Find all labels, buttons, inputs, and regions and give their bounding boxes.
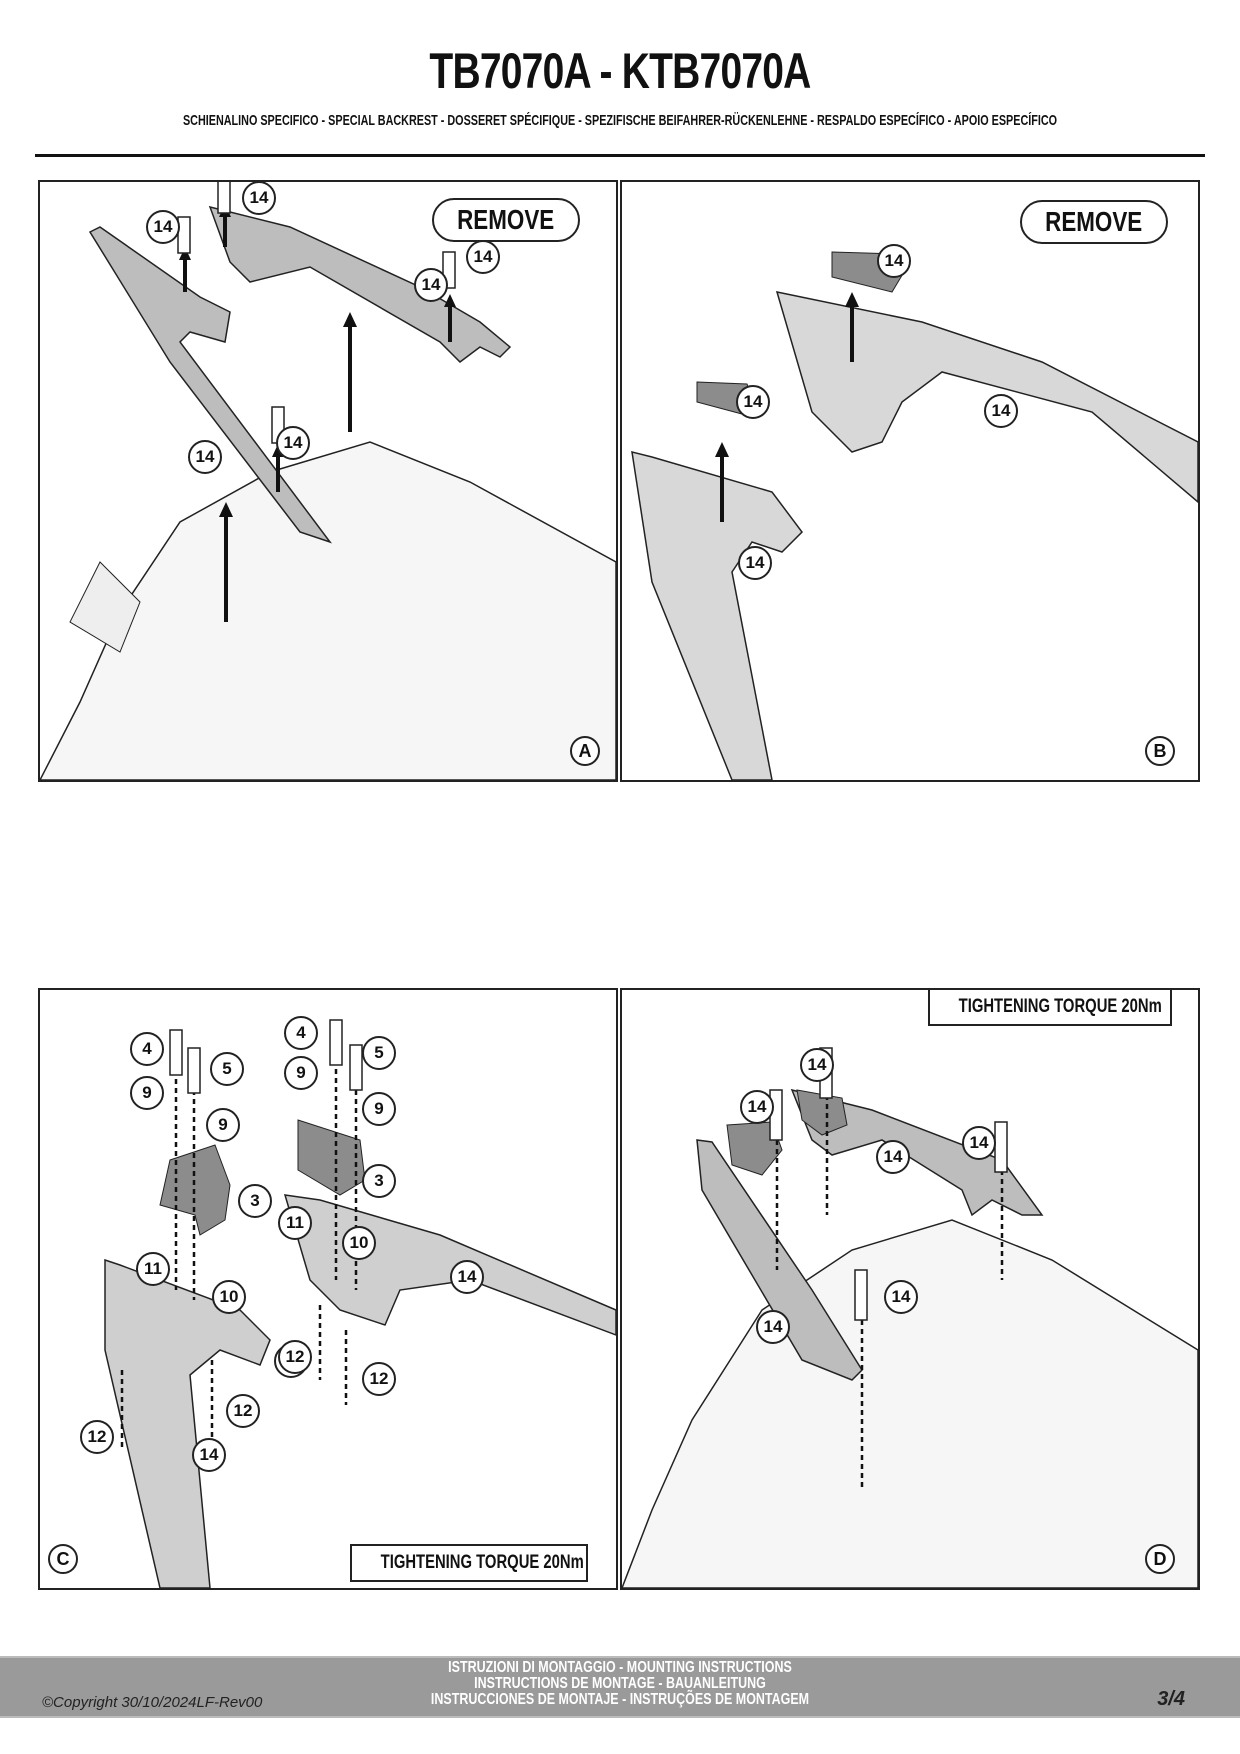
step-panel-c: 4 5 9 9 3 11 10 12 12 12 14 4 5 9 9 3 11…	[38, 988, 618, 1590]
part-label: 14	[192, 1438, 226, 1472]
step-letter-b: B	[1145, 736, 1175, 766]
part-label: 14	[984, 394, 1018, 428]
part-label: 9	[130, 1076, 164, 1110]
footer-line: ISTRUZIONI DI MONTAGGIO - MOUNTING INSTR…	[448, 1659, 792, 1676]
remove-badge: REMOVE	[432, 198, 580, 242]
part-label: 9	[284, 1056, 318, 1090]
copyright: ©Copyright 30/10/2024LF-Rev00	[42, 1694, 263, 1711]
part-label: 12	[362, 1362, 396, 1396]
part-label: 14	[876, 1140, 910, 1174]
step-panel-a: REMOVE 14 14 14 14 14 14 A	[38, 180, 618, 782]
part-label: 12	[226, 1394, 260, 1428]
header-divider	[35, 154, 1205, 157]
illustration-remove-rack	[40, 182, 616, 780]
part-label: 14	[276, 426, 310, 460]
part-label: 4	[130, 1032, 164, 1066]
part-label: 14	[962, 1126, 996, 1160]
illustration-assemble-brackets	[104, 1019, 616, 1588]
part-label: 14	[800, 1048, 834, 1082]
part-label: 14	[740, 1090, 774, 1124]
document-subtitle: SCHIENALINO SPECIFICO - SPECIAL BACKREST…	[182, 112, 1058, 129]
footer-bar: ©Copyright 30/10/2024LF-Rev00 ISTRUZIONI…	[0, 1656, 1240, 1718]
part-label: 14	[450, 1260, 484, 1294]
part-label: 14	[736, 385, 770, 419]
part-label: 10	[212, 1280, 246, 1314]
part-label: 10	[342, 1226, 376, 1260]
step-panel-d: TIGHTENING TORQUE 20Nm 14 14 14 14 14 14…	[620, 988, 1200, 1590]
part-label: 14	[188, 440, 222, 474]
part-label: 3	[238, 1184, 272, 1218]
footer-line: INSTRUCTIONS DE MONTAGE - BAUANLEITUNG	[474, 1675, 766, 1692]
part-label: 12	[278, 1340, 312, 1374]
part-label: 4	[284, 1016, 318, 1050]
page-number: 3/4	[1157, 1688, 1185, 1710]
part-label: 11	[278, 1206, 312, 1240]
remove-badge: REMOVE	[1020, 200, 1168, 244]
part-label: 5	[210, 1052, 244, 1086]
part-label: 14	[146, 210, 180, 244]
footer-line: INSTRUCCIONES DE MONTAJE - INSTRUÇÕES DE…	[430, 1691, 810, 1708]
part-label: 12	[80, 1420, 114, 1454]
footer-instructions: ISTRUZIONI DI MONTAGGIO - MOUNTING INSTR…	[0, 1660, 1240, 1708]
part-label: 14	[738, 546, 772, 580]
part-label: 14	[756, 1310, 790, 1344]
part-label: 3	[362, 1164, 396, 1198]
illustration-remove-caps	[631, 251, 1198, 780]
part-label: 14	[884, 1280, 918, 1314]
step-letter-c: C	[48, 1544, 78, 1574]
step-letter-a: A	[570, 736, 600, 766]
part-label: 9	[362, 1092, 396, 1126]
part-label: 14	[414, 268, 448, 302]
step-letter-d: D	[1145, 1544, 1175, 1574]
part-label: 14	[877, 244, 911, 278]
part-label: 9	[206, 1108, 240, 1142]
torque-note: TIGHTENING TORQUE 20Nm	[928, 990, 1172, 1026]
torque-note: TIGHTENING TORQUE 20Nm	[350, 1544, 588, 1582]
part-label: 5	[362, 1036, 396, 1070]
part-label: 11	[136, 1252, 170, 1286]
document-title: TB7070A - KTB7070A	[429, 43, 811, 99]
part-label: 14	[242, 182, 276, 215]
step-panel-b: REMOVE 14 14 14 14 B	[620, 180, 1200, 782]
part-label: 14	[466, 240, 500, 274]
